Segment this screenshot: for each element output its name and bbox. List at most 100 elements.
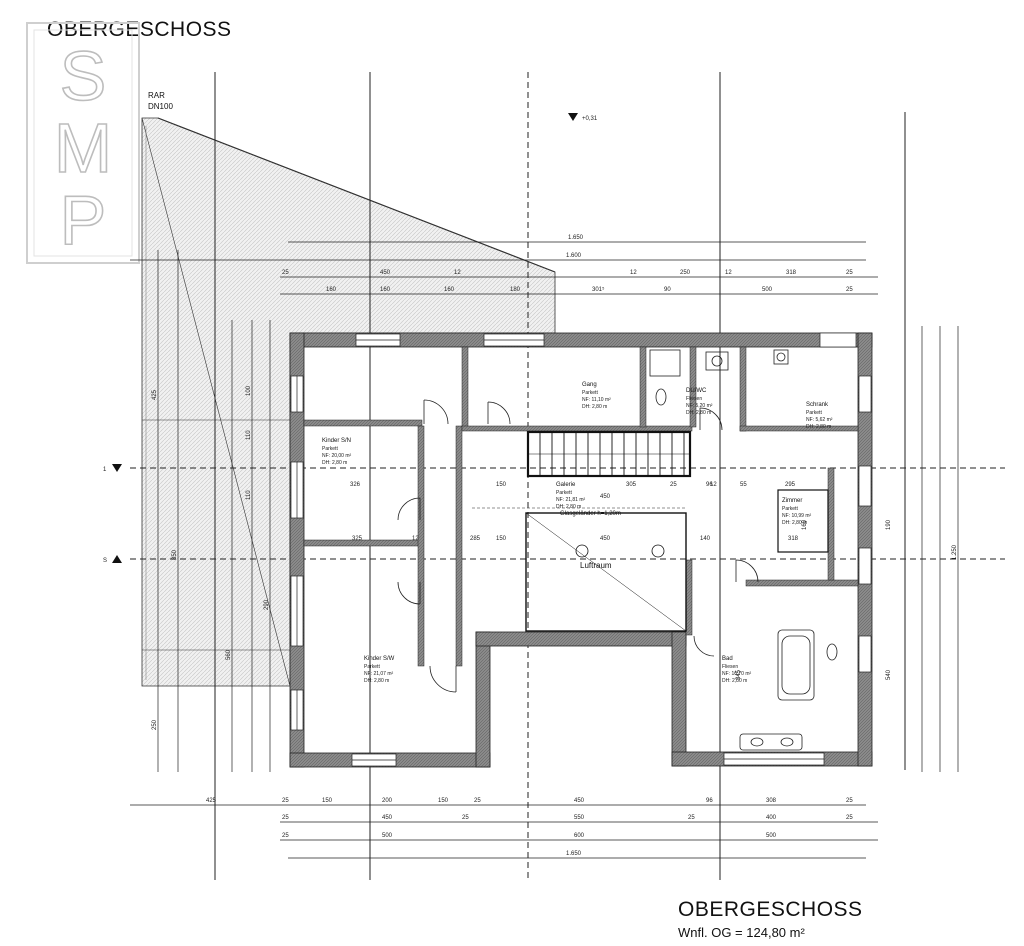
svg-text:12: 12 [710, 482, 717, 488]
svg-text:DH: 2,80 m: DH: 2,80 m [556, 504, 581, 510]
svg-text:500: 500 [382, 833, 393, 839]
dimensions-right [921, 326, 959, 772]
dim-bottom-total: 1.650 [566, 851, 582, 857]
svg-text:500: 500 [762, 287, 773, 293]
svg-text:25: 25 [282, 815, 289, 821]
svg-text:326: 326 [350, 482, 361, 488]
svg-text:Kinder S/W: Kinder S/W [364, 656, 395, 662]
svg-text:25: 25 [462, 815, 469, 821]
svg-text:200: 200 [382, 798, 393, 804]
dimensions-top [130, 241, 878, 295]
svg-text:250: 250 [680, 270, 691, 276]
grid-axes [130, 72, 1005, 880]
svg-text:450: 450 [574, 798, 585, 804]
svg-text:180: 180 [510, 287, 521, 293]
svg-text:NF: 20,00 m²: NF: 20,00 m² [322, 453, 352, 459]
svg-text:305: 305 [626, 482, 637, 488]
svg-text:600: 600 [574, 833, 585, 839]
svg-text:NF: 16,70 m²: NF: 16,70 m² [722, 671, 752, 677]
svg-text:DH: 2,80 m: DH: 2,80 m [722, 678, 747, 684]
svg-text:25: 25 [282, 270, 289, 276]
room-galerie: Galerie Parkett NF: 21,81 m² DH: 2,80 m [556, 482, 586, 510]
svg-text:DH: 2,80 m: DH: 2,80 m [782, 520, 807, 526]
svg-text:150: 150 [496, 536, 507, 542]
interior-walls [303, 346, 859, 667]
svg-text:308: 308 [766, 798, 777, 804]
svg-text:160: 160 [326, 287, 337, 293]
svg-text:25: 25 [688, 815, 695, 821]
dimensions-bottom-row2: 25 450 25 550 25 400 25 [282, 815, 853, 821]
bath-fixtures [649, 349, 838, 751]
dimensions-bottom-row1: 425 25 150 200 150 25 450 96 308 25 [206, 798, 853, 804]
svg-text:450: 450 [600, 536, 611, 542]
svg-text:325: 325 [352, 536, 363, 542]
section-marker-1-icon [112, 464, 122, 472]
dimensions-left [157, 250, 271, 772]
svg-text:150: 150 [496, 482, 507, 488]
svg-text:100: 100 [246, 385, 252, 396]
svg-text:850: 850 [172, 549, 178, 560]
dimensions-interior: 326 450 150 25 305 12 318 450 295 12 150… [350, 482, 892, 680]
svg-text:450: 450 [380, 270, 391, 276]
svg-text:160: 160 [802, 519, 808, 530]
svg-text:Parkett: Parkett [322, 446, 338, 452]
svg-text:285: 285 [470, 536, 481, 542]
svg-text:25: 25 [846, 798, 853, 804]
glass-railing-note: Glasgeländer h=1,20m [560, 511, 621, 517]
svg-text:140: 140 [700, 536, 711, 542]
svg-text:25: 25 [282, 833, 289, 839]
svg-text:12: 12 [630, 270, 637, 276]
svg-text:301⁵: 301⁵ [592, 286, 605, 293]
svg-text:25: 25 [474, 798, 481, 804]
svg-text:190: 190 [886, 519, 892, 530]
svg-text:150: 150 [322, 798, 333, 804]
svg-text:Gang: Gang [582, 382, 597, 388]
svg-text:160: 160 [380, 287, 391, 293]
room-schrank: Schrank Parkett NF: 5,62 m² DH: 2,80 m [806, 402, 833, 430]
svg-text:90: 90 [664, 287, 671, 293]
room-dusche-wc: DU/WC Fliesen NF: 5,20 m² DH: 2,80 m [686, 388, 713, 416]
svg-text:345: 345 [736, 669, 742, 680]
svg-text:Parkett: Parkett [806, 410, 822, 416]
svg-text:DH: 2,80 m: DH: 2,80 m [364, 678, 389, 684]
footer-title: OBERGESCHOSS [678, 898, 863, 921]
svg-text:25: 25 [846, 287, 853, 293]
svg-text:DU/WC: DU/WC [686, 388, 707, 394]
dn-label: DN100 [148, 102, 173, 111]
svg-text:NF: 5,62 m²: NF: 5,62 m² [806, 417, 833, 423]
svg-text:Kinder S/N: Kinder S/N [322, 438, 351, 444]
svg-text:NF: 21,07 m²: NF: 21,07 m² [364, 671, 394, 677]
svg-text:DH: 2,80 m: DH: 2,80 m [686, 410, 711, 416]
svg-text:425: 425 [152, 389, 158, 400]
dimensions-top-row3: 25 450 12 12 250 12 318 25 [282, 270, 853, 276]
svg-text:DH: 2,80 m: DH: 2,80 m [582, 404, 607, 410]
smp-logo: S M P [26, 22, 140, 264]
room-kinder-sn: Kinder S/N Parkett NF: 20,00 m² DH: 2,80… [322, 438, 352, 466]
svg-text:NF: 11,10 m²: NF: 11,10 m² [582, 397, 611, 403]
svg-text:12: 12 [454, 270, 461, 276]
svg-text:25: 25 [846, 270, 853, 276]
dimensions-top-row4: 160 160 160 180 301⁵ 90 500 25 [326, 286, 853, 293]
exterior-walls [289, 332, 873, 768]
svg-text:DH: 2,80 m: DH: 2,80 m [806, 424, 831, 430]
staircase [526, 430, 692, 478]
svg-text:500: 500 [766, 833, 777, 839]
svg-text:NF: 10,99 m²: NF: 10,99 m² [782, 513, 812, 519]
svg-text:150: 150 [438, 798, 449, 804]
svg-text:290: 290 [264, 599, 270, 610]
level-label: +0,31 [582, 116, 598, 122]
roof-terrace-area [141, 117, 556, 687]
svg-text:96: 96 [706, 798, 713, 804]
svg-text:DH: 2,80 m: DH: 2,80 m [322, 460, 347, 466]
svg-text:25: 25 [846, 815, 853, 821]
svg-text:Galerie: Galerie [556, 482, 576, 488]
dimensions-left-values: 425 850 100 110 110 290 560 250 [152, 385, 270, 730]
room-gang: Gang Parkett NF: 11,10 m² DH: 2,80 m [582, 382, 611, 410]
svg-text:Parkett: Parkett [556, 490, 572, 496]
svg-text:Zimmer: Zimmer [782, 498, 802, 504]
svg-text:425: 425 [206, 798, 217, 804]
svg-text:S: S [60, 37, 107, 115]
dim-top-inner: 1.600 [566, 253, 582, 259]
svg-text:12: 12 [725, 270, 732, 276]
